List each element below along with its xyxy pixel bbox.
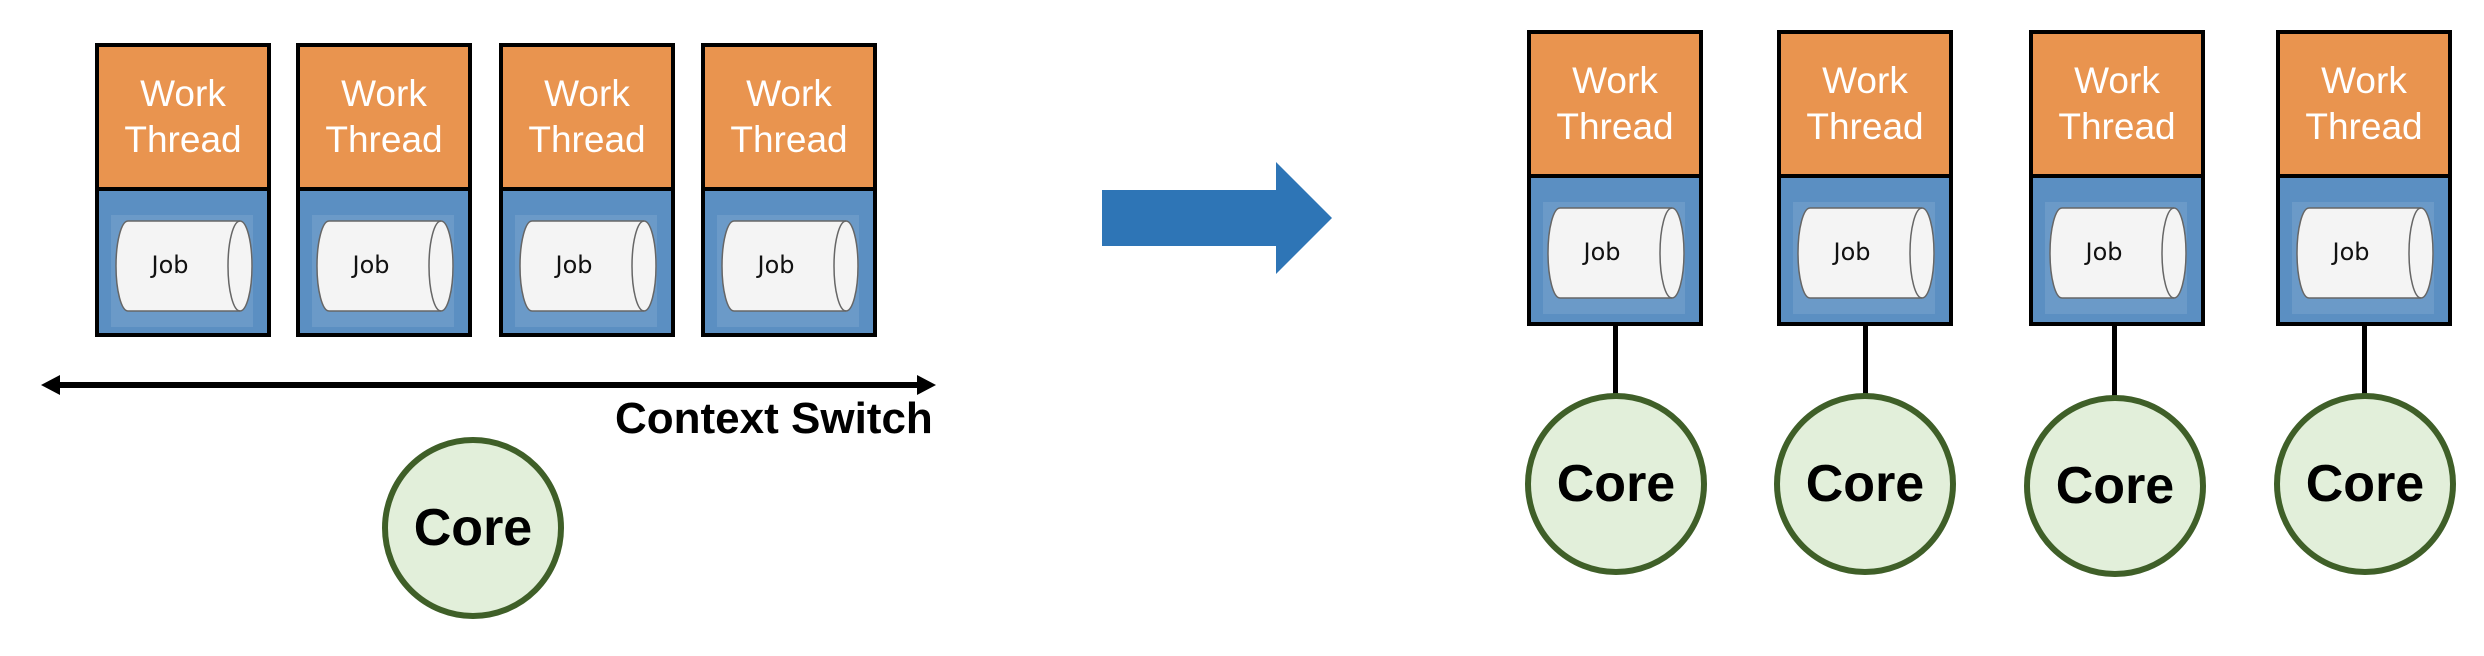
thread-header: Work Thread xyxy=(1781,34,1949,178)
cylinder-icon xyxy=(2049,207,2187,299)
thread-core-link xyxy=(2362,326,2367,394)
job-cylinder: Job xyxy=(114,219,254,312)
thread-title-line1: Work xyxy=(2321,60,2407,101)
context-switch-label: Context Switch xyxy=(615,394,933,443)
thread-title-line2: Thread xyxy=(2305,106,2423,147)
cylinder-icon xyxy=(2296,207,2434,299)
thread-title-line1: Work xyxy=(746,73,832,114)
before-thread-2: Work Thread Job xyxy=(296,43,472,337)
cylinder-icon xyxy=(1547,207,1685,299)
arrow-head-left-icon xyxy=(41,375,60,395)
thread-title-line2: Thread xyxy=(1806,106,1924,147)
job-label: Job xyxy=(1833,238,1871,266)
thread-header: Work Thread xyxy=(1531,34,1699,178)
thread-header: Work Thread xyxy=(2033,34,2201,178)
cylinder-icon xyxy=(721,220,859,312)
job-label: Job xyxy=(151,251,189,279)
context-switch-double-arrow xyxy=(41,375,936,395)
thread-header: Work Thread xyxy=(300,47,468,191)
job-cylinder: Job xyxy=(2048,206,2188,299)
thread-header: Work Thread xyxy=(2280,34,2448,178)
job-cylinder: Job xyxy=(1546,206,1686,299)
dedicated-core-1: Core xyxy=(1525,393,1707,575)
after-thread-2: Work Thread Job xyxy=(1777,30,1953,326)
shared-core: Core xyxy=(382,437,564,619)
job-cylinder: Job xyxy=(2295,206,2435,299)
thread-header: Work Thread xyxy=(705,47,873,191)
thread-title-line1: Work xyxy=(341,73,427,114)
job-cylinder: Job xyxy=(518,219,658,312)
dedicated-core-2: Core xyxy=(1774,393,1956,575)
job-label: Job xyxy=(757,251,795,279)
job-cylinder: Job xyxy=(720,219,860,312)
cylinder-icon xyxy=(316,220,454,312)
thread-header: Work Thread xyxy=(503,47,671,191)
thread-title-line1: Work xyxy=(1572,60,1658,101)
job-cylinder: Job xyxy=(1796,206,1936,299)
thread-title-line2: Thread xyxy=(124,119,242,160)
thread-core-link xyxy=(1613,326,1618,394)
thread-title-line1: Work xyxy=(2074,60,2160,101)
thread-title-line2: Thread xyxy=(1556,106,1674,147)
job-label: Job xyxy=(2332,238,2370,266)
cylinder-icon xyxy=(519,220,657,312)
job-label: Job xyxy=(1583,238,1621,266)
before-thread-3: Work Thread Job xyxy=(499,43,675,337)
thread-core-link xyxy=(2112,326,2117,396)
arrow-head-right-icon xyxy=(917,375,936,395)
thread-title-line1: Work xyxy=(140,73,226,114)
right-arrow-icon xyxy=(1102,162,1332,274)
dedicated-core-3: Core xyxy=(2024,395,2206,577)
dedicated-core-4: Core xyxy=(2274,393,2456,575)
job-label: Job xyxy=(352,251,390,279)
after-thread-4: Work Thread Job xyxy=(2276,30,2452,326)
thread-title-line1: Work xyxy=(544,73,630,114)
before-thread-4: Work Thread Job xyxy=(701,43,877,337)
thread-header: Work Thread xyxy=(99,47,267,191)
cylinder-icon xyxy=(1797,207,1935,299)
job-label: Job xyxy=(2085,238,2123,266)
thread-title-line2: Thread xyxy=(325,119,443,160)
cylinder-icon xyxy=(115,220,253,312)
job-label: Job xyxy=(555,251,593,279)
before-thread-1: Work Thread Job xyxy=(95,43,271,337)
thread-title-line2: Thread xyxy=(528,119,646,160)
job-cylinder: Job xyxy=(315,219,455,312)
thread-title-line2: Thread xyxy=(2058,106,2176,147)
thread-core-link xyxy=(1863,326,1868,394)
after-thread-3: Work Thread Job xyxy=(2029,30,2205,326)
thread-title-line1: Work xyxy=(1822,60,1908,101)
thread-title-line2: Thread xyxy=(730,119,848,160)
after-thread-1: Work Thread Job xyxy=(1527,30,1703,326)
